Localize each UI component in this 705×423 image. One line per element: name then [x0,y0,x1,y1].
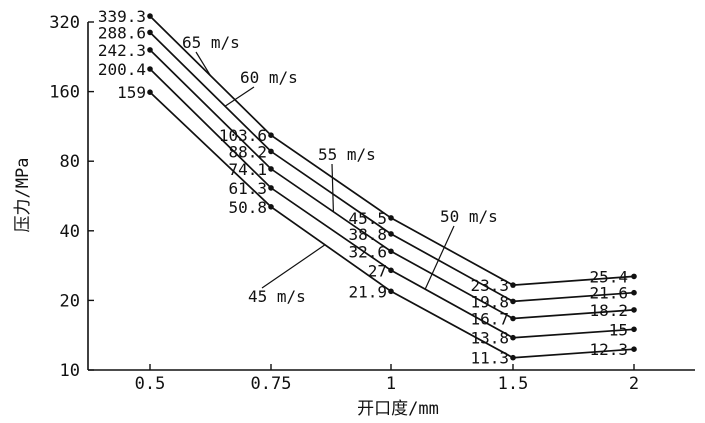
data-label-2-4: 18.2 [589,301,628,320]
data-label-1-4: 21.6 [589,284,628,303]
y-tick-label-1: 20 [60,291,80,311]
data-label-4-1: 50.8 [228,198,267,217]
data-label-2-1: 74.1 [228,160,267,179]
speed-leader-2 [331,163,334,212]
data-label-0-1: 103.6 [219,126,267,145]
point-1-3 [510,298,516,305]
speed-leader-0 [195,51,212,77]
point-3-1 [268,185,274,191]
data-label-3-3: 13.8 [470,329,509,348]
series-line-1 [149,31,635,303]
point-0-1 [268,132,274,138]
point-3-2 [388,267,394,274]
data-label-3-0: 200.4 [98,60,146,79]
x-tick-label-4: 2 [629,374,639,394]
speed-label-4: 45 m/s [248,287,306,306]
point-4-4 [631,346,637,353]
speed-label-2: 55 m/s [318,145,376,164]
point-4-0 [147,89,153,95]
point-4-3 [510,354,516,361]
speed-label-3: 50 m/s [440,207,498,226]
speed-label-0: 65 m/s [182,33,240,52]
series-line-0 [149,15,635,286]
y-tick-label-3: 80 [60,152,80,172]
data-label-0-3: 23.3 [470,276,509,295]
point-3-3 [510,334,516,341]
point-1-1 [268,148,274,155]
speed-leader-1 [224,86,255,107]
point-4-2 [388,288,394,295]
point-2-0 [147,47,153,53]
x-tick-label-1: 0.75 [251,374,292,394]
point-0-0 [147,13,153,19]
point-1-4 [631,289,637,296]
speed-leaders: 65 m/s60 m/s 55 m/s 50 m/s 45 m/s [182,33,498,306]
data-label-3-1: 61.3 [228,179,267,198]
data-label-4-0: 159 [117,83,146,102]
point-2-3 [510,315,516,322]
ticks: 10 20 40 80 160 320 0.5 0.75 1 1.5 2 [49,13,639,394]
y-axis-title: 压力/MPa [13,158,33,233]
data-label-4-2: 21.9 [348,282,387,301]
data-label-0-4: 25.4 [589,267,628,286]
series-lines [147,13,637,361]
y-tick-label-0: 10 [60,361,80,381]
point-0-4 [631,273,637,280]
point-2-4 [631,307,637,313]
point-3-4 [631,326,637,333]
data-label-2-0: 242.3 [98,41,146,60]
data-label-2-2: 32.6 [348,242,387,261]
y-tick-label-5: 320 [49,13,80,33]
x-tick-label-0: 0.5 [135,374,166,394]
point-4-1 [268,204,274,210]
data-labels: 339.3 103.6 45.5 23.3 25.4 288.6 88.2 38.8 19.8 2… [98,7,628,368]
point-3-0 [147,66,153,72]
data-label-1-1: 88.2 [228,142,267,161]
data-label-2-3: 16.7 [470,310,509,329]
point-2-1 [268,166,274,172]
data-label-0-0: 339.3 [98,7,146,26]
y-tick-label-4: 160 [49,83,80,103]
x-axis-title: 开口度/mm [357,399,439,419]
data-label-4-3: 11.3 [470,349,509,368]
data-label-3-4: 15 [609,320,628,339]
data-label-0-2: 45.5 [348,209,387,228]
data-label-1-0: 288.6 [98,23,146,42]
speed-leader-4 [261,244,326,289]
data-label-1-2: 38.8 [348,225,387,244]
point-0-3 [510,282,516,288]
point-2-2 [388,248,394,255]
data-label-1-3: 19.8 [470,292,509,311]
speed-label-1: 60 m/s [240,68,298,87]
data-label-4-4: 12.3 [589,340,628,359]
x-tick-label-3: 1.5 [498,374,529,394]
series-line-2 [149,49,635,320]
speed-leader-3 [424,225,455,290]
data-label-3-2: 27 [368,261,387,280]
point-1-2 [388,231,394,237]
y-tick-label-2: 40 [60,222,80,242]
point-1-0 [147,29,153,36]
point-0-2 [388,215,394,221]
x-tick-label-2: 1 [386,374,396,394]
